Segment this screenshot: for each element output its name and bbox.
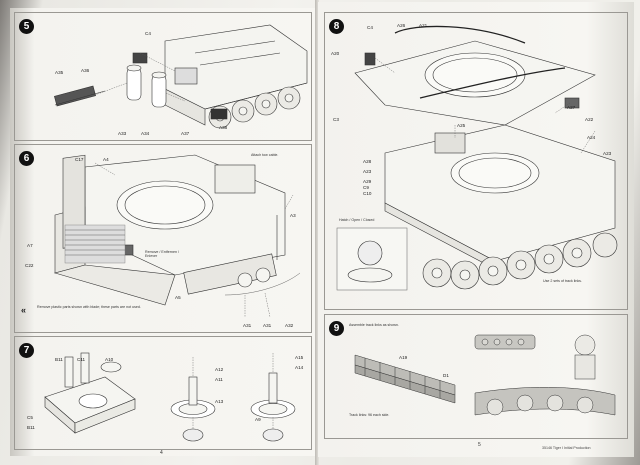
step-9-label-a19: A19 <box>399 355 408 360</box>
step-8-label-a25: A25 <box>457 123 466 128</box>
step-8-label-a29: A29 <box>363 179 372 184</box>
step-8-panel: 8 <box>324 12 628 310</box>
page-right: 8 <box>318 2 634 457</box>
step-8-label-a23b: A23 <box>603 151 612 156</box>
step-8-number: 8 <box>329 19 344 34</box>
step-9-panel: 9 <box>324 314 628 439</box>
step-8-label-c3: C3 <box>333 117 339 122</box>
step-8-label-a23: A23 <box>363 169 372 174</box>
step-7-panel: 7 <box>14 336 312 450</box>
step-5-label-a34: A34 <box>141 131 150 136</box>
footer-code: 35146 Tiger I Initial Production <box>542 446 591 450</box>
step-5-drawing <box>54 24 308 129</box>
step-7-label-a13: A13 <box>215 399 224 404</box>
step-8-note-hatch: Hatch / Open / Closed <box>339 218 375 222</box>
step-5-label-a36: A36 <box>81 68 90 73</box>
step-9-drawing <box>354 334 616 416</box>
step-5-number: 5 <box>19 19 34 34</box>
step-6-note-top: Attach tow cable. <box>251 153 279 157</box>
page-number-right: 5 <box>478 442 481 448</box>
step-6-label-c22: C22 <box>25 263 34 268</box>
step-6-drawing <box>53 154 301 318</box>
step-6-label-a31a: A31 <box>243 323 252 328</box>
step-7-label-a10: A10 <box>105 357 114 362</box>
step-5-label-c4: C4 <box>145 31 151 36</box>
step-5-label-a38: A38 <box>219 125 228 130</box>
step-6-number: 6 <box>19 151 34 166</box>
step-7-label-c11: C11 <box>77 357 86 362</box>
step-8-label-c4: C4 <box>367 25 373 30</box>
step-7-label-a12: A12 <box>215 367 224 372</box>
step-6-label-a3: A3 <box>290 213 296 218</box>
step-7-drawing <box>44 352 296 442</box>
step-6-label-a7: A7 <box>27 243 33 248</box>
step-7-label-b11b: B11 <box>27 425 35 430</box>
step-7-label-a9: A9 <box>255 417 261 422</box>
step-5-label-a37: A37 <box>181 131 190 136</box>
page-fold <box>315 0 319 465</box>
step-9-note-top: Assemble track links as shown. <box>349 323 399 327</box>
step-8-label-a24: A24 <box>587 135 596 140</box>
step-6-label-c17: C17 <box>75 157 84 162</box>
step-5-label-a33: A33 <box>118 131 127 136</box>
step-8-label-a20: A20 <box>331 51 340 56</box>
step-8-label-a22: A22 <box>585 117 594 122</box>
step-8-drawing <box>336 25 618 291</box>
step-6-label-a4: A4 <box>103 157 109 162</box>
step-6-panel: 6 <box>14 144 312 333</box>
step-7-label-a14: A14 <box>295 365 304 370</box>
step-9-label-d1: D1 <box>443 373 449 378</box>
step-8-label-a28: A28 <box>363 159 372 164</box>
step-7-label-b11: B11 <box>55 357 63 362</box>
step-9-note-bottom: Track links: 96 each side. <box>349 413 390 417</box>
step-7-number: 7 <box>19 343 34 358</box>
remove-arrow-icon: « <box>21 305 27 315</box>
step-7-label-a11: A11 <box>215 377 223 382</box>
step-8-label-a26: A26 <box>397 23 406 28</box>
step-6-note-bottom: Remove plastic parts shown with blade; t… <box>37 305 141 309</box>
page-number-left: 4 <box>160 450 163 456</box>
step-8-label-a27: A27 <box>567 105 576 110</box>
page-left: 5 <box>10 8 315 456</box>
step-5-panel: 5 <box>14 12 312 141</box>
step-6-label-a5: A5 <box>175 295 181 300</box>
step-8-label-c10: C10 <box>363 191 372 196</box>
step-9-number: 9 <box>329 321 344 336</box>
step-8-note-tracks: Use 2 sets of track links. <box>543 279 582 283</box>
step-8-label-a21: A21 <box>419 23 428 28</box>
step-7-label-c5: C5 <box>27 415 33 420</box>
step-6-label-a31b: A31 <box>263 323 272 328</box>
step-8-label-c9: C9 <box>363 185 369 190</box>
step-7-label-a15: A15 <box>295 355 304 360</box>
step-5-label-a35: A35 <box>55 70 64 75</box>
step-6-note-mid: Remove / Entfernen / Enlever <box>145 250 179 259</box>
step-6-label-a32: A32 <box>285 323 294 328</box>
